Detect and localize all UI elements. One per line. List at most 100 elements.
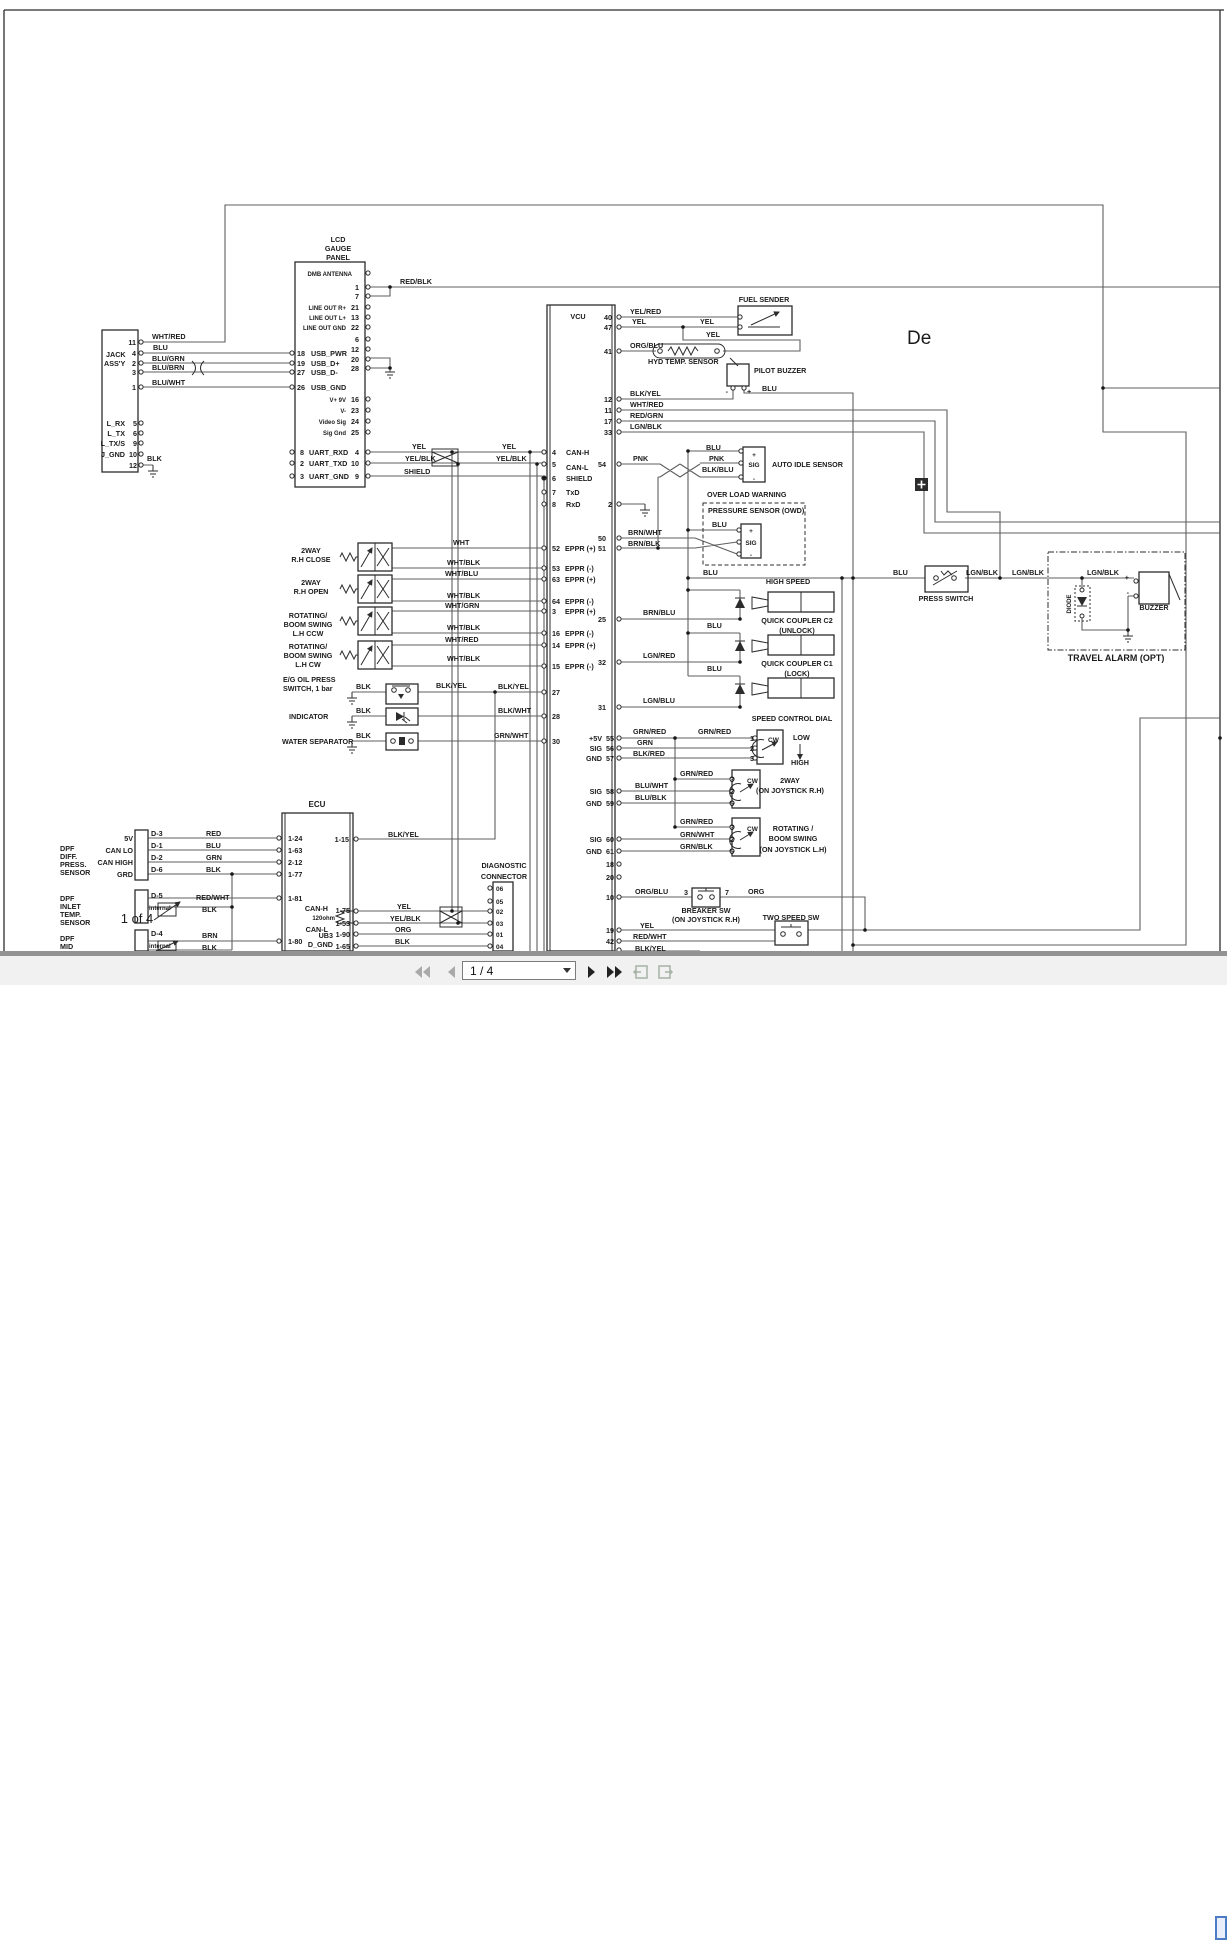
ecu-pins [276,835,359,949]
diagram-label: WHT/GRN [445,601,479,610]
diagram-label: 1-15 [335,835,349,844]
diagram-label: SIG [590,787,603,796]
lcd-gauge-panel [289,261,459,488]
diagram-label: 63 [552,575,560,584]
diagram-label: BLU/BRN [152,363,184,372]
diagram-label: RED/BLK [400,277,433,286]
diagram-label: R.H OPEN [294,587,329,596]
diagram-label: 20 [351,355,359,364]
diagram-label: 1-53 [336,919,350,928]
next-view-button[interactable] [654,963,676,981]
diagram-label: MID [60,942,73,951]
diagram-label: BLU/GRN [152,354,185,363]
vcu-pins-right [616,314,622,951]
diagram-label: 28 [552,712,560,721]
diagram-label: BLU [893,568,908,577]
diagram-label: BRN/BLK [628,539,661,548]
diagram-label: PILOT BUZZER [754,366,807,375]
diagram-label: D-1 [151,841,163,850]
diagram-label: 12 [604,395,612,404]
diagram-label: 2WAY [301,546,321,555]
diagram-label: BLU [703,568,718,577]
diagram-label: D-3 [151,829,163,838]
diagram-label: 2 [750,744,754,753]
diagram-label: BLK/YEL [630,389,661,398]
diagram-label: BLK [202,905,218,914]
diagram-label: EPPR (+) [565,607,596,616]
diagram-label: UART_TXD [309,459,347,468]
chevron-down-icon[interactable] [559,962,575,979]
diagram-label: USB_PWR [311,349,348,358]
diagram-label: BLK/YEL [498,682,529,691]
diagram-label: DIFF. [60,852,77,861]
diagram-label: 57 [606,754,614,763]
diagram-label: USB_D+ [311,359,340,368]
overload-pressure-sensor [702,502,806,566]
diagram-label: YEL [706,330,721,339]
diagram-label: 60 [606,835,614,844]
page-annotation: 1 of 4 [121,911,154,926]
diagram-label: BOOM SWING [769,834,818,843]
diagram-label: 61 [606,847,614,856]
diagram-label: PRESS. [60,860,86,869]
diagram-label: 16 [351,395,359,404]
diagram-label: PNK [633,454,649,463]
diagram-label: LGN/BLK [1087,568,1120,577]
diagram-label: GRN [637,738,653,747]
diagram-label: LOW [793,733,810,742]
diagram-label: SIG [745,540,756,547]
diagram-label: 1-63 [288,846,302,855]
lcd-pins [289,270,371,479]
page-number-combo[interactable]: 1 / 4 [462,961,576,980]
diagram-label: ORG/BLU [635,887,668,896]
diagram-label: YEL [632,317,647,326]
diagram-label: - [753,476,755,483]
diagram-label: YEL/BLK [496,454,528,463]
diagram-label: 4 [355,448,359,457]
diagram-label: LGN/RED [643,651,675,660]
schematic-page: JACKASS'Y114231L_RX5L_TX6L_TX/S9J_GND101… [3,9,1224,951]
diagram-label: GRN/RED [680,769,713,778]
plus-marker [915,478,928,491]
diagram-label: BLK/YEL [388,830,419,839]
diagram-label: WHT [453,538,470,547]
diagram-label: 18 [606,860,614,869]
diagram-label: SIG [590,744,603,753]
last-page-button[interactable] [604,963,626,981]
diagram-label: CAN-H [305,904,328,913]
diagram-label: SIG [748,462,759,469]
diagram-label: SENSOR [60,868,91,877]
diagram-label: USB_D- [311,368,338,377]
diagram-label: 1-75 [336,906,350,915]
diagram-label: 5 [730,799,734,808]
diagram-label: USB_GND [311,383,346,392]
diagram-label: 2 [608,500,612,509]
diagram-label: BLK [147,454,163,463]
valve-lh-cw [339,640,393,670]
diagram-label: 5 [730,847,734,856]
previous-view-button[interactable] [630,963,652,981]
diagram-label: 18 [297,349,305,358]
breaker-switch [691,887,721,908]
travel-alarm [924,551,1186,651]
diagram-label: 3 [750,754,754,763]
diagram-label: GRN/RED [633,727,666,736]
diagram-label: EPPR (+) [565,575,596,584]
diagram-label: 30 [552,737,560,746]
diagram-label: DPF [60,844,75,853]
diagram-label: BLU/BLK [635,793,667,802]
first-page-button[interactable] [411,963,433,981]
diagram-label: 53 [552,564,560,573]
diagram-label: ASS'Y [104,359,125,368]
diagram-label: BLU [707,664,722,673]
diagram-label: 06 [496,886,504,893]
joystick-lh-rotating [729,817,761,857]
diagram-label: + [749,528,753,535]
diagram-label: DPF [60,894,75,903]
dpf-sensors [134,829,181,951]
diagram-label: 58 [606,787,614,796]
next-page-button[interactable] [581,963,603,981]
diagram-label: WHT/BLK [447,558,481,567]
previous-page-button[interactable] [440,963,462,981]
diagram-label: BLK [356,706,372,715]
